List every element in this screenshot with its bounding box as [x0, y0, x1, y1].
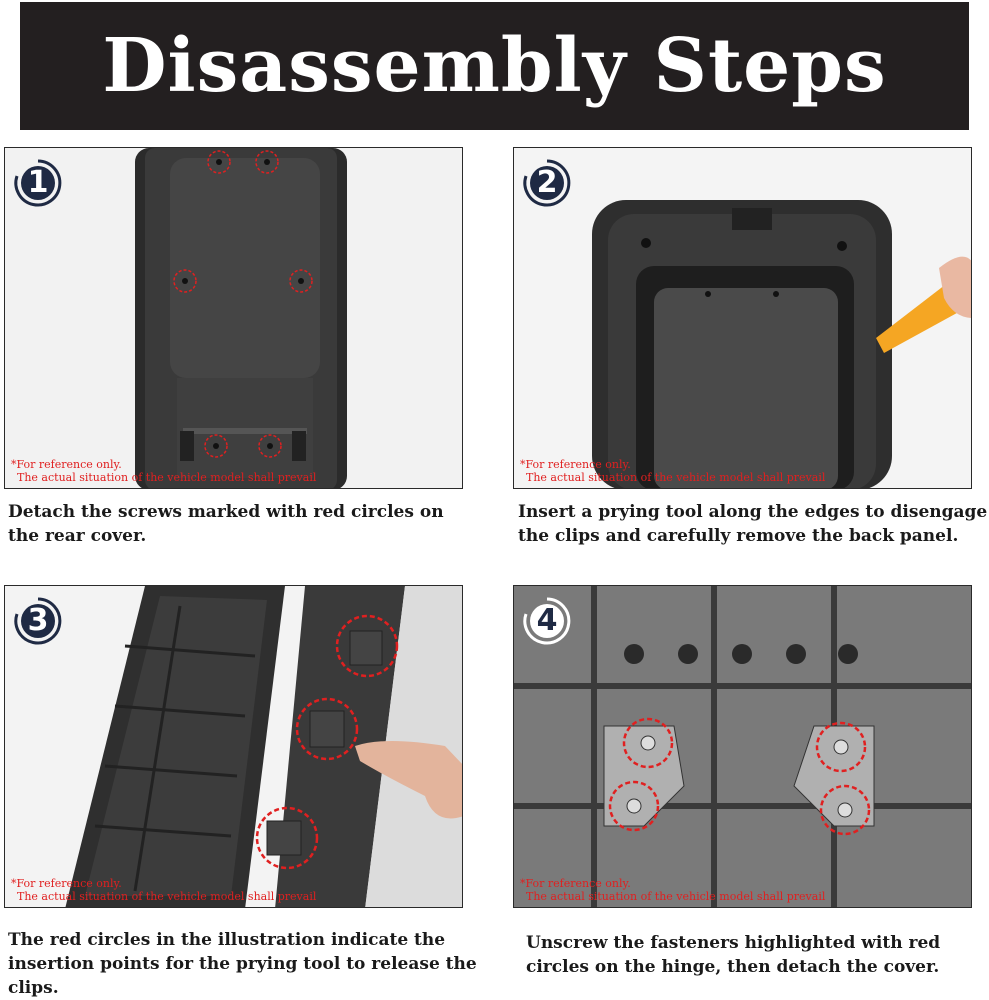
- step-3-disclaimer: *For reference only. The actual situatio…: [11, 877, 316, 903]
- step-1-panel: 1 *For reference only. The actual situat…: [4, 147, 463, 489]
- step-2-panel: 2 *For reference only. The actual situat…: [513, 147, 972, 489]
- step-3-panel: 3 *For reference only. The actual situat…: [4, 585, 463, 908]
- step-4-caption: Unscrew the fasteners highlighted with r…: [526, 933, 941, 977]
- step-2-badge: 2: [519, 155, 575, 211]
- step-2-number: 2: [536, 165, 558, 200]
- step-3-caption: The red circles in the illustration indi…: [8, 930, 477, 998]
- step-3-number: 3: [27, 603, 49, 638]
- disclaimer-line-1: *For reference only.: [11, 877, 122, 890]
- title-banner: Disassembly Steps: [20, 2, 969, 130]
- step-4-number: 4: [536, 603, 558, 638]
- disclaimer-line-2: The actual situation of the vehicle mode…: [17, 890, 317, 903]
- disclaimer-line-1: *For reference only.: [520, 458, 631, 471]
- disclaimer-line-2: The actual situation of the vehicle mode…: [526, 471, 826, 484]
- step-2-caption: Insert a prying tool along the edges to …: [518, 502, 988, 546]
- disclaimer-line-1: *For reference only.: [520, 877, 631, 890]
- step-4-photo: [514, 586, 971, 907]
- step-3-badge: 3: [10, 593, 66, 649]
- step-1-badge: 1: [10, 155, 66, 211]
- step-1-disclaimer: *For reference only. The actual situatio…: [11, 458, 316, 484]
- disclaimer-line-2: The actual situation of the vehicle mode…: [526, 890, 826, 903]
- step-2-photo: [514, 148, 971, 488]
- page-title: Disassembly Steps: [102, 23, 887, 109]
- disclaimer-line-2: The actual situation of the vehicle mode…: [17, 471, 317, 484]
- disclaimer-line-1: *For reference only.: [11, 458, 122, 471]
- step-4-disclaimer: *For reference only. The actual situatio…: [520, 877, 825, 903]
- step-3-photo: [5, 586, 462, 907]
- step-1-photo: [5, 148, 462, 488]
- step-4-badge: 4: [519, 593, 575, 649]
- step-4-panel: 4 *For reference only. The actual situat…: [513, 585, 972, 908]
- step-1-caption: Detach the screws marked with red circle…: [8, 502, 444, 546]
- step-1-number: 1: [27, 165, 49, 200]
- step-2-disclaimer: *For reference only. The actual situatio…: [520, 458, 825, 484]
